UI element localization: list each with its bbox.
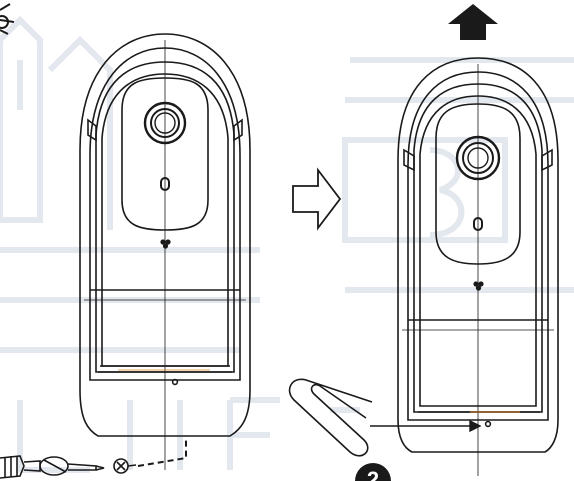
screwdriver-icon [0, 455, 105, 479]
step-badge-number: 2 [367, 467, 379, 481]
step-badge: 2 [355, 463, 391, 481]
screw-path-dashed-line [137, 436, 187, 467]
screw-icon [113, 458, 137, 474]
castle-watermark-icon [0, 15, 574, 473]
camera-device-after-icon [397, 57, 559, 476]
pointer-arrow-icon [370, 419, 482, 433]
camera-device-before-icon [79, 33, 251, 470]
filled-up-arrow-icon [448, 4, 498, 40]
bracket-fragment-icon [0, 3, 15, 35]
paperclip-icon [288, 378, 373, 457]
hollow-right-arrow-icon [292, 167, 342, 231]
